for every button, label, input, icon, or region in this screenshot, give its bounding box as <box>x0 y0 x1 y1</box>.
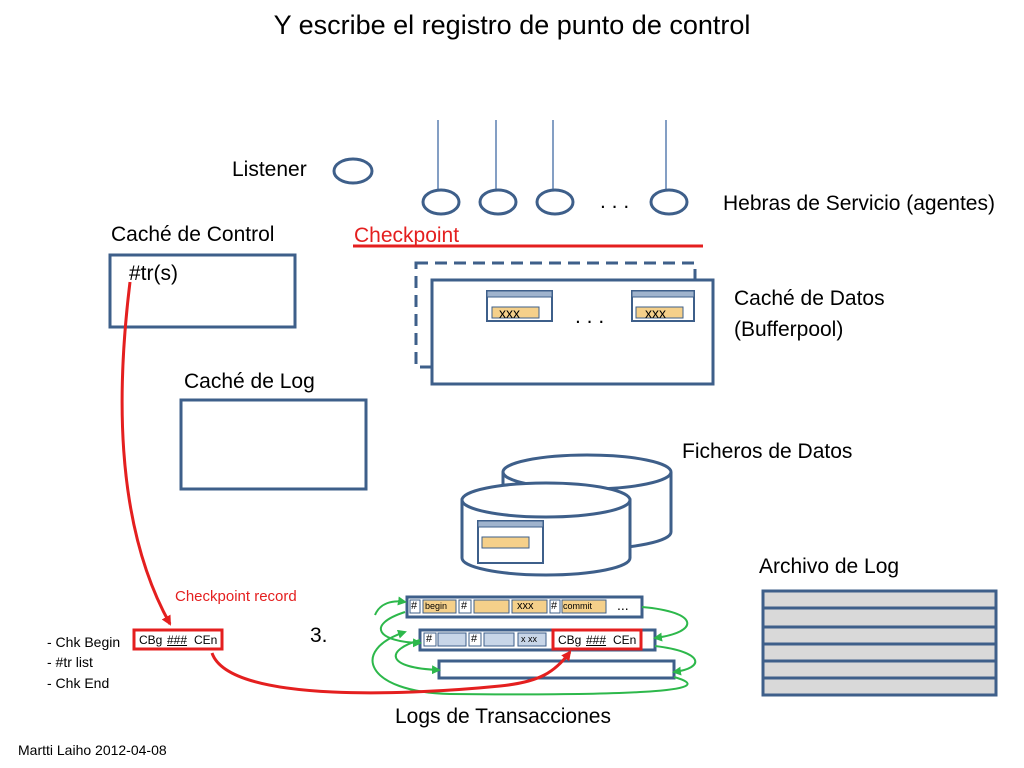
log2-hashes: ### <box>586 633 607 647</box>
listener-thread <box>332 157 374 185</box>
checkpoint-label: Checkpoint <box>354 224 460 247</box>
transaction-logs-label: Logs de Transacciones <box>395 705 611 728</box>
log-archive-label: Archivo de Log <box>759 555 900 578</box>
log1-xxx: xxx <box>517 600 534 612</box>
log-row-3 <box>437 659 676 680</box>
service-threads <box>421 188 689 216</box>
log2-hash1: # <box>426 633 433 645</box>
threads-ellipsis: . . . <box>600 190 630 213</box>
page-1-xxx: xxx <box>499 305 520 321</box>
legend-chk-begin: - Chk Begin <box>47 634 121 650</box>
log-cache-label: Caché de Log <box>184 370 315 393</box>
pages-ellipsis: . . . <box>575 305 605 328</box>
log1-hash1: # <box>411 600 418 612</box>
log-archive-stack <box>761 589 998 697</box>
control-to-record-arrow <box>120 281 172 626</box>
log-row-1 <box>405 595 644 619</box>
footer-credit: Martti Laiho 2012-04-08 <box>18 742 167 758</box>
buffer-page-1 <box>486 290 553 322</box>
data-cache-label-line1: Caché de Datos <box>734 287 885 310</box>
buffer-page-2 <box>631 290 695 322</box>
log2-cbg: CBg <box>558 633 582 647</box>
data-file-page <box>477 520 544 564</box>
record-cen: CEn <box>194 633 218 647</box>
log-cache-box <box>179 398 368 491</box>
log-cycle-arrows <box>371 596 697 696</box>
step-number: 3. <box>310 624 328 647</box>
listener-label: Listener <box>232 158 307 181</box>
record-cbg: CBg <box>139 633 163 647</box>
service-thread-lines <box>437 120 667 189</box>
control-cache-label: Caché de Control <box>111 223 275 246</box>
log1-hash3: # <box>551 600 558 612</box>
slide-title: Y escribe el registro de punto de contro… <box>273 10 751 40</box>
checkpoint-record-box <box>132 628 224 651</box>
log1-begin: begin <box>425 601 448 611</box>
checkpoint-record-in-log <box>551 628 643 651</box>
log2-hash2: # <box>471 633 478 645</box>
log1-ellipsis: ... <box>617 597 629 613</box>
checkpoint-record-label: Checkpoint record <box>175 588 297 605</box>
service-thread-4 <box>649 188 689 216</box>
service-thread-1 <box>421 188 461 216</box>
data-cache-label-line2: (Bufferpool) <box>734 318 844 341</box>
service-thread-3 <box>535 188 575 216</box>
log2-cen: CEn <box>613 633 637 647</box>
record-to-log-arrow <box>210 650 572 695</box>
log1-commit: commit <box>563 601 592 611</box>
control-cache-content: #tr(s) <box>129 262 178 285</box>
service-thread-2 <box>478 188 518 216</box>
control-cache-box <box>108 253 297 329</box>
legend-chk-end: - Chk End <box>47 675 110 691</box>
page-2-xxx: xxx <box>645 305 666 321</box>
service-threads-label: Hebras de Servicio (agentes) <box>723 192 995 215</box>
record-hashes: ### <box>167 633 188 647</box>
legend-tr-list: - #tr list <box>47 654 93 670</box>
log2-xxx: x xx <box>521 634 538 644</box>
log1-hash2: # <box>461 600 468 612</box>
data-files-label: Ficheros de Datos <box>682 440 853 463</box>
log-row-2 <box>418 628 657 652</box>
